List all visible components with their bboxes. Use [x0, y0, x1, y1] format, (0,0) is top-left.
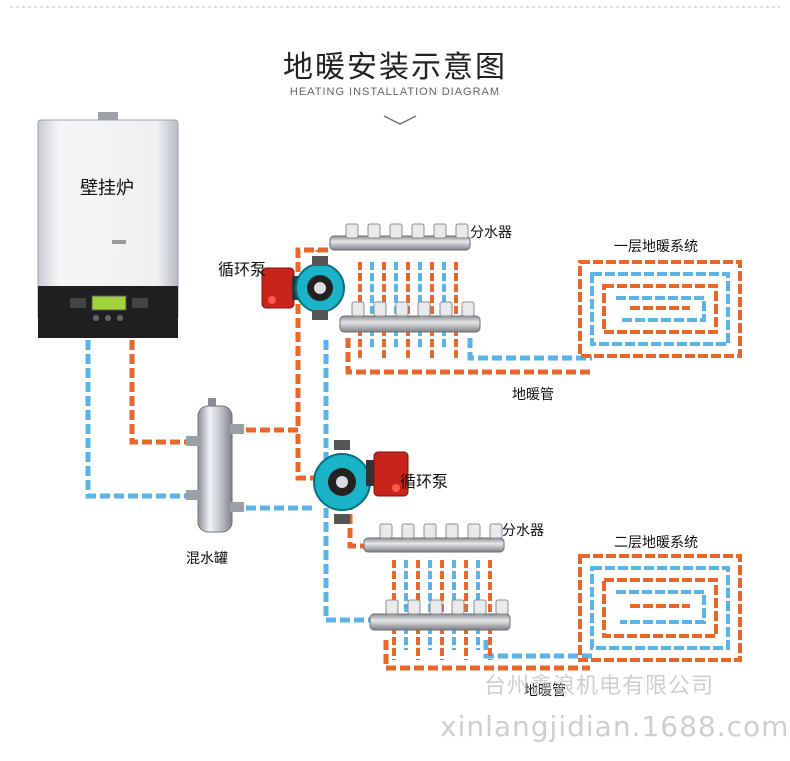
mixing-tank-label: 混水罐	[186, 551, 228, 567]
page-title: 地暖安装示意图	[283, 50, 507, 85]
system-bottom-label: 二层地暖系统	[614, 535, 698, 551]
manifold-top-label: 分水器	[470, 225, 512, 241]
pump-bottom-label: 循环泵	[400, 472, 449, 491]
pump-top-label: 循环泵	[218, 260, 267, 279]
pump-icon-top	[261, 256, 345, 320]
boiler-icon	[37, 112, 179, 338]
manifold-icon-top	[329, 223, 481, 333]
pipe-bottom-label: 地暖管	[524, 683, 566, 699]
chevron-down-icon	[383, 115, 417, 125]
manifold-icon-bottom	[363, 523, 511, 631]
page-subtitle: HEATING INSTALLATION DIAGRAM	[289, 86, 501, 98]
manifold-bottom-label: 分水器	[502, 523, 544, 539]
system-top-label: 一层地暖系统	[614, 239, 698, 255]
boiler-label: 壁挂炉	[80, 178, 134, 199]
watermark-site: xinlangjidian.1688.com	[440, 710, 790, 743]
floor1-heating-loop	[578, 260, 742, 358]
pipe-top-label: 地暖管	[512, 387, 554, 403]
tank-icon	[186, 398, 244, 533]
floor2-heating-loop	[578, 554, 742, 662]
watermark-company: 台州鑫浪机电有限公司	[484, 674, 715, 699]
pump-icon-bottom	[313, 440, 409, 524]
